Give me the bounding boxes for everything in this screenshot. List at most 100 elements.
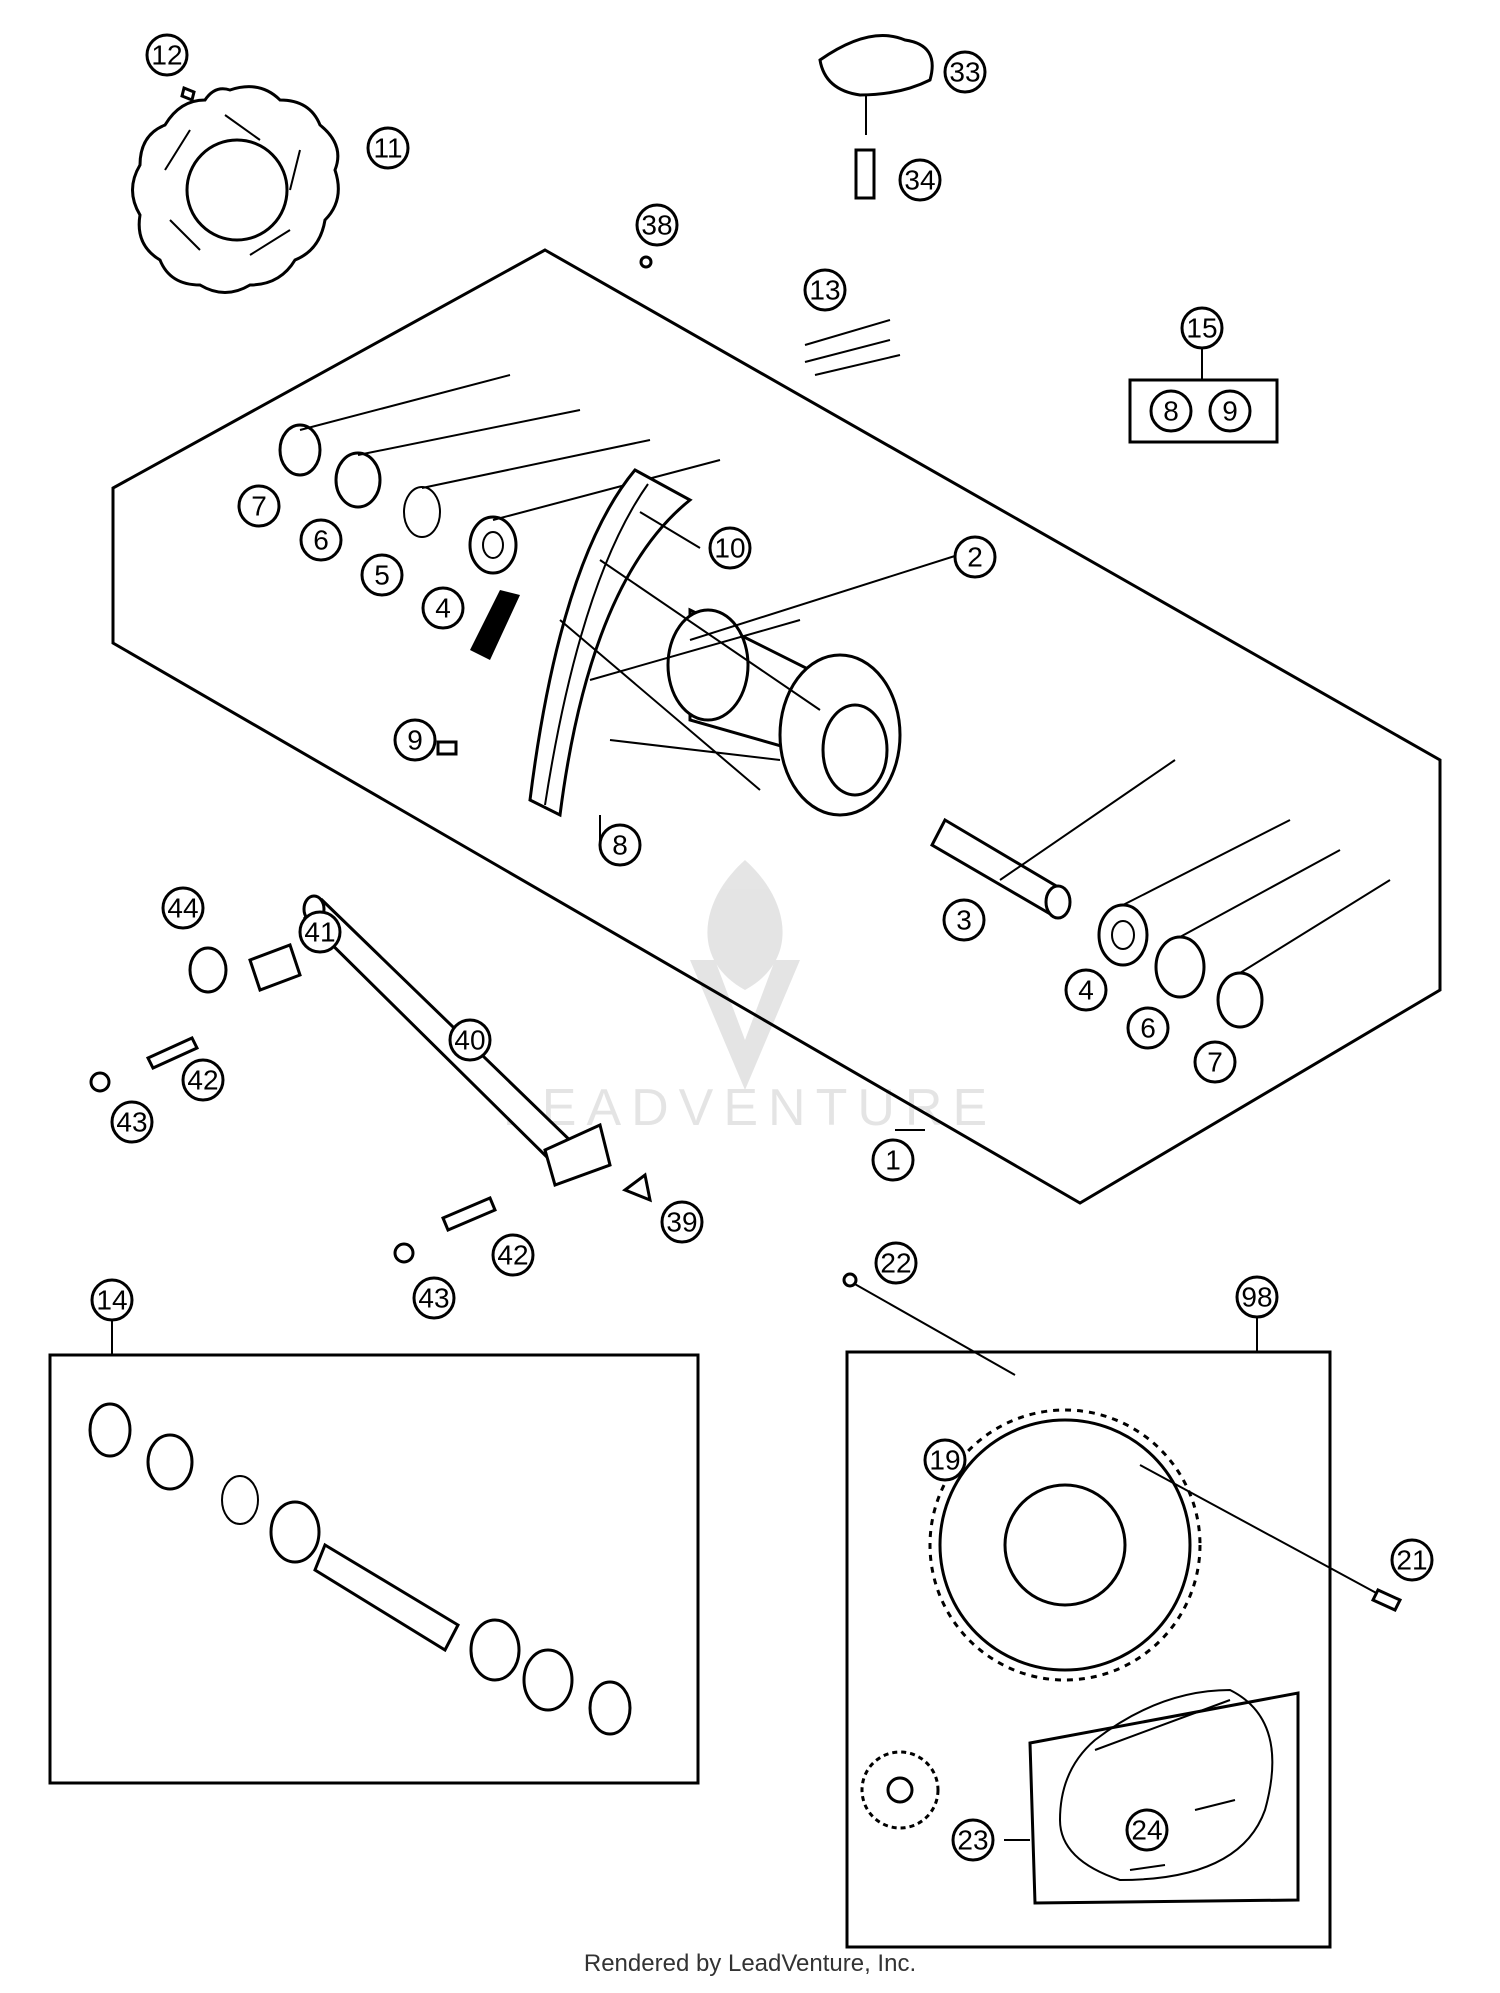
left-bearing-stack [278,423,518,575]
svg-text:13: 13 [809,275,840,306]
callout-44: 44 [161,886,205,930]
svg-text:15: 15 [1186,313,1217,344]
svg-text:21: 21 [1396,1545,1427,1576]
brake-disc [131,85,340,294]
sprocket-bolt-21 [1370,1588,1403,1612]
callout-43-lower: 43 [412,1276,456,1320]
svg-text:2: 2 [967,542,983,573]
leadventure-watermark: LEADVENTURE [503,860,997,1137]
disc-bolt [180,85,196,103]
svg-text:24: 24 [1131,1815,1162,1846]
svg-text:6: 6 [313,525,329,556]
axle-nut-39 [621,1172,653,1203]
nut [89,1071,111,1093]
svg-text:8: 8 [612,830,628,861]
adjust-screw [145,1036,200,1070]
wheel-rim [528,468,693,818]
rotation-arrow [470,590,520,660]
kit-14-box [48,1353,700,1785]
callout-21: 21 [1390,1538,1434,1582]
svg-text:9: 9 [407,725,423,756]
wheel-hub [559,559,902,817]
callout-3: 3 [942,898,986,942]
callout-7-right: 7 [1193,1040,1237,1084]
callout-33: 33 [943,50,987,94]
svg-text:44: 44 [167,893,198,924]
callout-39: 39 [660,1200,704,1244]
svg-text:4: 4 [1078,975,1094,1006]
svg-text:39: 39 [666,1207,697,1238]
callout-38: 38 [635,203,679,247]
callout-6-left: 6 [299,518,343,562]
callout-22: 22 [874,1241,918,1285]
svg-text:42: 42 [187,1065,218,1096]
rim-tape [804,319,901,376]
svg-text:19: 19 [929,1445,960,1476]
svg-text:40: 40 [454,1025,485,1056]
svg-text:12: 12 [151,40,182,71]
sprocket-nut-22 [842,1272,858,1288]
kit-15-item-9: 9 [1208,389,1252,433]
svg-text:1: 1 [885,1145,901,1176]
callout-10: 10 [708,526,752,570]
callout-98: 98 [1235,1275,1279,1319]
callout-6-right: 6 [1126,1006,1170,1050]
rear-sprocket [928,1408,1202,1682]
drive-chain [1058,1688,1274,1882]
axle-block-part [818,34,934,200]
callout-40: 40 [448,1018,492,1062]
callout-19: 19 [923,1438,967,1482]
callout-41: 41 [298,910,342,954]
svg-text:43: 43 [418,1283,449,1314]
callout-12: 12 [145,33,189,77]
svg-text:6: 6 [1140,1013,1156,1044]
svg-text:7: 7 [251,491,267,522]
watermark-text: LEADVENTURE [503,1079,997,1137]
callout-9: 9 [393,718,437,762]
small-nipple [639,255,653,269]
spoke-nipple [436,740,458,756]
callout-2: 2 [953,535,997,579]
kit-15-box [1128,378,1279,444]
callout-34: 34 [898,158,942,202]
svg-text:41: 41 [304,917,335,948]
svg-text:14: 14 [96,1285,127,1316]
callout-14: 14 [90,1278,134,1322]
svg-text:7: 7 [1207,1047,1223,1078]
svg-text:98: 98 [1241,1282,1272,1313]
wheel-axle [302,894,612,1187]
callout-13: 13 [803,268,847,312]
callout-8: 8 [598,823,642,867]
chain-adjuster-41 [248,943,302,992]
svg-text:11: 11 [373,133,402,164]
svg-text:3: 3 [956,905,972,936]
kit-98-box [845,1350,1332,1949]
svg-text:38: 38 [641,210,672,241]
svg-text:43: 43 [116,1107,147,1138]
adjust-screw-2 [441,1196,497,1232]
callout-11: 11 [366,126,410,170]
callout-24: 24 [1125,1808,1169,1852]
svg-text:22: 22 [880,1248,911,1279]
svg-text:33: 33 [949,57,980,88]
callout-4-right: 4 [1064,968,1108,1012]
callout-43-upper: 43 [110,1100,154,1144]
svg-text:42: 42 [497,1240,528,1271]
wheel-assembly-frame [111,248,1442,1205]
footer-credit: Rendered by LeadVenture, Inc. [583,1950,917,1977]
callout-42-upper: 42 [181,1058,225,1102]
callout-23: 23 [951,1818,995,1862]
kit-14-contents [88,1402,632,1736]
right-bearing-stack [1097,903,1264,1029]
kit-15-item-8: 8 [1149,389,1193,433]
callout-42-lower: 42 [491,1233,535,1277]
svg-text:34: 34 [904,165,935,196]
callout-5: 5 [360,553,404,597]
callout-15: 15 [1180,306,1224,350]
chain-box [1028,1691,1300,1905]
spacer-44 [188,946,228,994]
svg-text:8: 8 [1163,396,1179,427]
svg-text:4: 4 [435,593,451,624]
callout-4-left: 4 [421,586,465,630]
